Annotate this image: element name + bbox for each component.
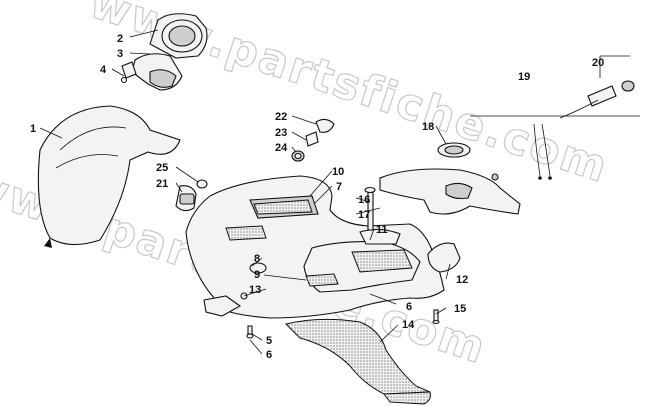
callout-5: 5 — [266, 335, 272, 347]
callout-6b: 6 — [406, 301, 412, 313]
callouts: 1 2 3 4 5 6 6 7 8 9 10 11 12 13 14 15 16… — [30, 33, 604, 361]
callout-13: 13 — [249, 284, 261, 296]
small-parts-top — [291, 118, 335, 162]
callout-1: 1 — [30, 123, 36, 135]
callout-leaders — [39, 29, 451, 355]
gauge-assembly — [120, 13, 208, 91]
callout-4: 4 — [100, 64, 107, 76]
callout-21: 21 — [156, 178, 168, 190]
callout-2: 2 — [117, 33, 123, 45]
callout-16: 16 — [358, 194, 370, 206]
callout-8: 8 — [254, 253, 260, 265]
callout-7: 7 — [336, 181, 342, 193]
callout-18: 18 — [422, 121, 434, 133]
console-17 — [379, 168, 521, 215]
callout-12: 12 — [456, 274, 468, 286]
callout-9: 9 — [254, 269, 260, 281]
callout-6a: 6 — [266, 349, 272, 361]
hood-panel — [185, 175, 445, 319]
callout-22: 22 — [275, 111, 287, 123]
footwell-panel — [285, 318, 431, 405]
screw-15 — [432, 309, 440, 325]
cover-12 — [427, 242, 461, 273]
small-parts-left — [175, 179, 208, 212]
callout-10: 10 — [332, 166, 344, 178]
callout-19: 19 — [518, 71, 530, 83]
callout-23: 23 — [275, 127, 287, 139]
throttle-assembly — [470, 55, 640, 180]
callout-17: 17 — [358, 209, 370, 221]
callout-14: 14 — [402, 319, 415, 331]
callout-20: 20 — [592, 57, 604, 69]
callout-25: 25 — [156, 162, 168, 174]
front-fender — [37, 105, 181, 248]
callout-3: 3 — [117, 48, 123, 60]
callout-11: 11 — [376, 224, 388, 236]
callout-15: 15 — [454, 303, 466, 315]
callout-24: 24 — [275, 142, 288, 154]
gasket-18 — [437, 142, 471, 158]
